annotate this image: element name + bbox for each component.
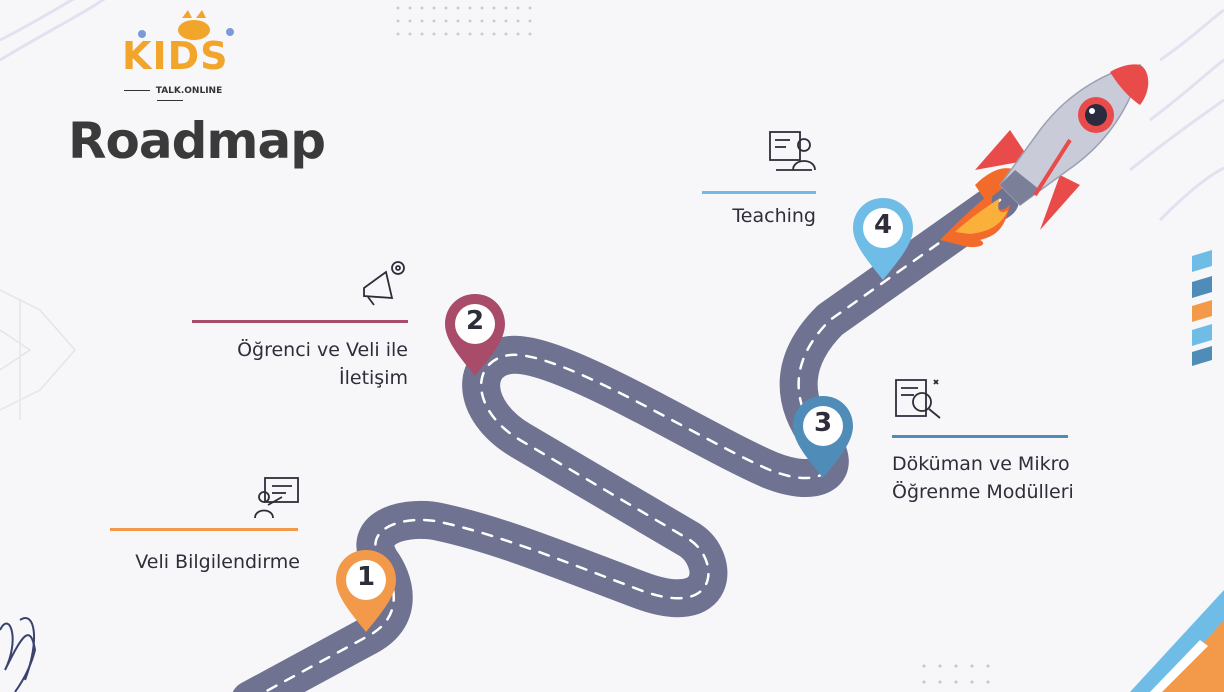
- kids-talk-logo: KIDS TALK.ONLINE: [108, 8, 238, 100]
- left-geometric-decoration: [0, 289, 76, 420]
- logo-brand: KIDS: [122, 34, 229, 78]
- rule-3: [892, 435, 1068, 438]
- milestone-label-1: Veli Bilgilendirme: [135, 551, 300, 573]
- page-title: Roadmap: [68, 112, 326, 170]
- milestone-number-1: 1: [356, 562, 376, 592]
- bottom-left-scribble: [0, 617, 37, 692]
- megaphone-gear-icon: [363, 261, 405, 306]
- milestone-number-3: 3: [813, 408, 833, 438]
- right-stripes-decoration: [1192, 250, 1212, 366]
- milestone-label-3-line1: Döküman ve Mikro: [892, 453, 1070, 475]
- giraffe-icon: [138, 10, 234, 40]
- milestone-pin-1: [336, 550, 396, 632]
- teacher-board-icon: [769, 131, 816, 171]
- milestone-number-2: 2: [465, 306, 485, 336]
- milestone-label-4: Teaching: [732, 205, 816, 227]
- presentation-icon: [254, 477, 299, 519]
- rocket-icon: [940, 64, 1149, 248]
- rule-4: [702, 191, 816, 194]
- rule-1: [110, 528, 298, 531]
- rule-2: [192, 320, 408, 323]
- dot-grid-bottom: [922, 664, 990, 684]
- background-decoration: [0, 0, 1224, 222]
- milestone-pin-2: [445, 294, 505, 376]
- bottom-right-decoration: [1130, 590, 1224, 692]
- milestone-label-3: Döküman ve Mikro Öğrenme Modülleri: [892, 450, 1132, 506]
- milestone-label-2-line1: Öğrenci ve Veli ile: [237, 339, 408, 361]
- milestone-number-4: 4: [873, 210, 893, 240]
- dot-grid-top: [396, 6, 532, 36]
- milestone-pin-4: [853, 198, 913, 280]
- milestone-label-2: Öğrenci ve Veli ile İletişim: [150, 336, 408, 392]
- document-search-icon: [895, 379, 941, 419]
- milestone-label-3-line2: Öğrenme Modülleri: [892, 481, 1074, 503]
- milestone-pin-3: [793, 396, 853, 478]
- milestone-label-2-line2: İletişim: [339, 367, 408, 389]
- logo-subtitle: TALK.ONLINE: [108, 86, 232, 106]
